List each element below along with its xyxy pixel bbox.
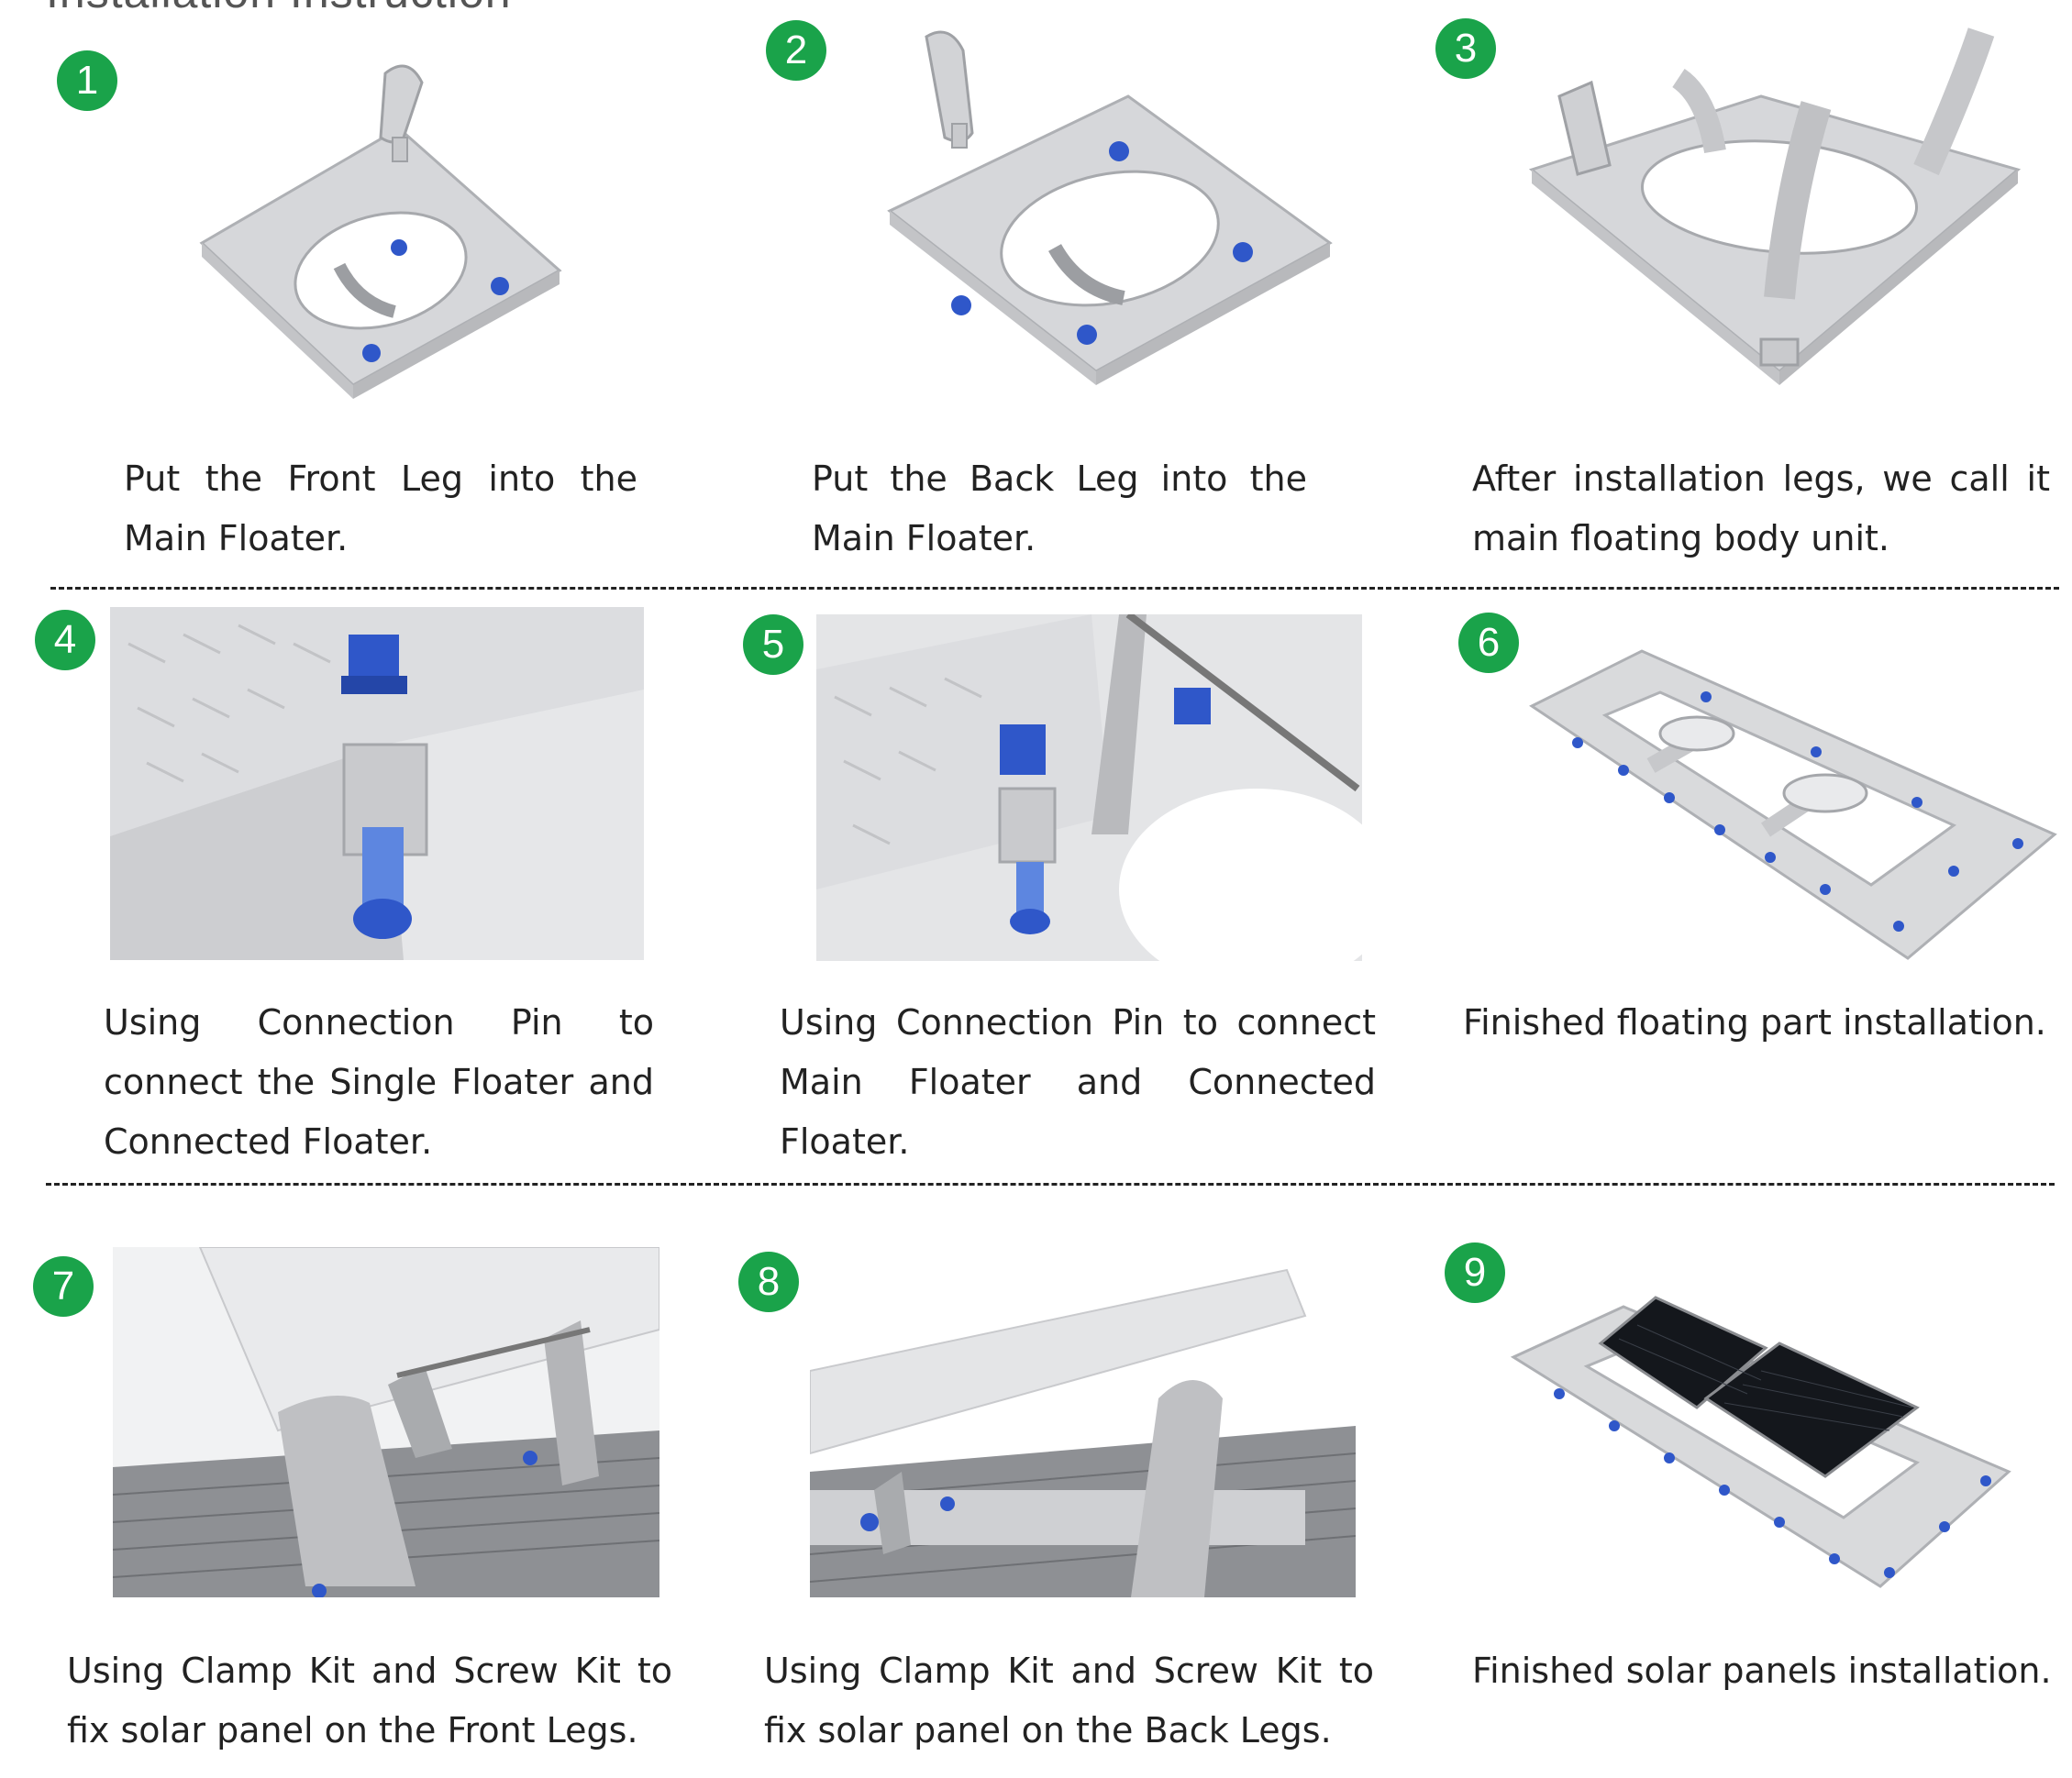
step-9-illustration [1510,1296,2011,1588]
step-8-caption: Using Clamp Kit and Screw Kit to fix sol… [764,1651,1374,1750]
step-3-illustration [1528,28,2022,385]
page-title: Installation Instruction [46,0,512,18]
step-2-illustration [887,30,1333,385]
step-1-illustration [199,64,562,399]
step-5-badge: 5 [743,614,803,675]
step-2-badge: 2 [766,20,826,81]
step-4-illustration [110,607,644,960]
step-9-badge: 9 [1445,1242,1505,1303]
step-4-caption: Using Connection Pin to connect the Sing… [104,1002,654,1162]
step-6-caption: Finished floating part installation. [1463,1002,2046,1043]
step-2-caption: Put the Back Leg into the Main Floater. [812,458,1307,558]
step-3-caption: After installation legs, we call it main… [1472,458,2050,558]
step-1-badge: 1 [57,50,117,111]
step-6-badge: 6 [1458,613,1519,673]
step-9-caption: Finished solar panels installation. [1472,1651,2052,1691]
step-8-badge: 8 [738,1252,799,1312]
step-5-caption: Using Connection Pin to connect Main Flo… [780,1002,1376,1162]
row-divider-2 [46,1183,2055,1186]
step-1-caption: Put the Front Leg into the Main Floater. [124,458,637,558]
step-7-caption: Using Clamp Kit and Screw Kit to fix sol… [67,1651,672,1750]
step-5-illustration [816,614,1362,961]
step-8-illustration [810,1261,1356,1597]
step-7-illustration [113,1247,659,1597]
step-6-illustration [1529,649,2057,960]
step-3-badge: 3 [1435,18,1496,79]
step-7-badge: 7 [33,1256,94,1317]
row-divider-1 [50,587,2059,590]
step-4-badge: 4 [35,610,95,670]
